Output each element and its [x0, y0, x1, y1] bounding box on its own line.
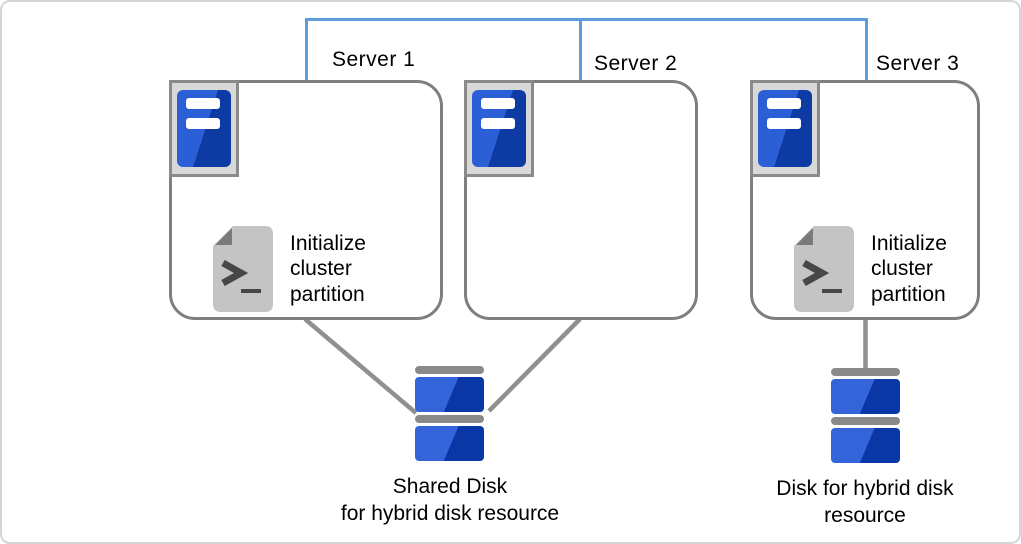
drive-bay: [481, 98, 515, 109]
drive-bay: [186, 118, 220, 129]
server-tower-graphic: [472, 90, 526, 167]
drive-bay: [767, 98, 801, 109]
disk-bar: [415, 415, 484, 423]
server1-label: Server 1: [332, 48, 416, 71]
disk-platter: [415, 377, 484, 412]
server-tower-graphic: [758, 90, 812, 167]
disk-platter: [831, 428, 900, 463]
server-icon: [169, 80, 239, 177]
server-tower-graphic: [177, 90, 231, 167]
drive-bay: [481, 118, 515, 129]
script-file-icon: [213, 226, 273, 312]
shared-disk-label: Shared Disk for hybrid disk resource: [290, 474, 610, 527]
disk-platter: [415, 426, 484, 461]
server3-box: Initialize cluster partition: [750, 80, 980, 320]
server1-script-label: Initialize cluster partition: [290, 231, 366, 306]
server3-label: Server 3: [876, 52, 960, 75]
drive-bay: [767, 118, 801, 129]
server2-label: Server 2: [594, 52, 678, 75]
disk-bar: [831, 368, 900, 376]
disk-bar: [831, 417, 900, 425]
hybrid-disk-label: Disk for hybrid disk resource: [745, 476, 985, 529]
server-icon: [750, 80, 820, 177]
shared-disk-label-line2: for hybrid disk resource: [340, 501, 560, 525]
hybrid-disk-icon: [831, 368, 900, 463]
disk-bar: [415, 366, 484, 374]
server1-shared-disk-line: [303, 317, 418, 415]
shared-disk-icon: [415, 366, 484, 461]
hybrid-disk-label-line1: Disk for hybrid disk: [776, 477, 954, 500]
server-icon: [464, 80, 534, 177]
server1-box: Initialize cluster partition: [169, 80, 443, 320]
server2-box: [464, 80, 698, 320]
disk-platter: [831, 379, 900, 414]
cluster-interconnect-line: [305, 18, 868, 82]
script-file-icon: [794, 226, 854, 312]
hybrid-disk-label-line2: resource: [824, 503, 906, 527]
shared-disk-label-line1: Shared Disk: [392, 475, 508, 498]
server3-script-label: Initialize cluster partition: [871, 231, 947, 306]
drive-bay: [186, 98, 220, 109]
server2-shared-disk-line: [487, 317, 582, 413]
server1-script-row: Initialize cluster partition: [212, 225, 394, 313]
server3-script-row: Initialize cluster partition: [793, 225, 975, 313]
